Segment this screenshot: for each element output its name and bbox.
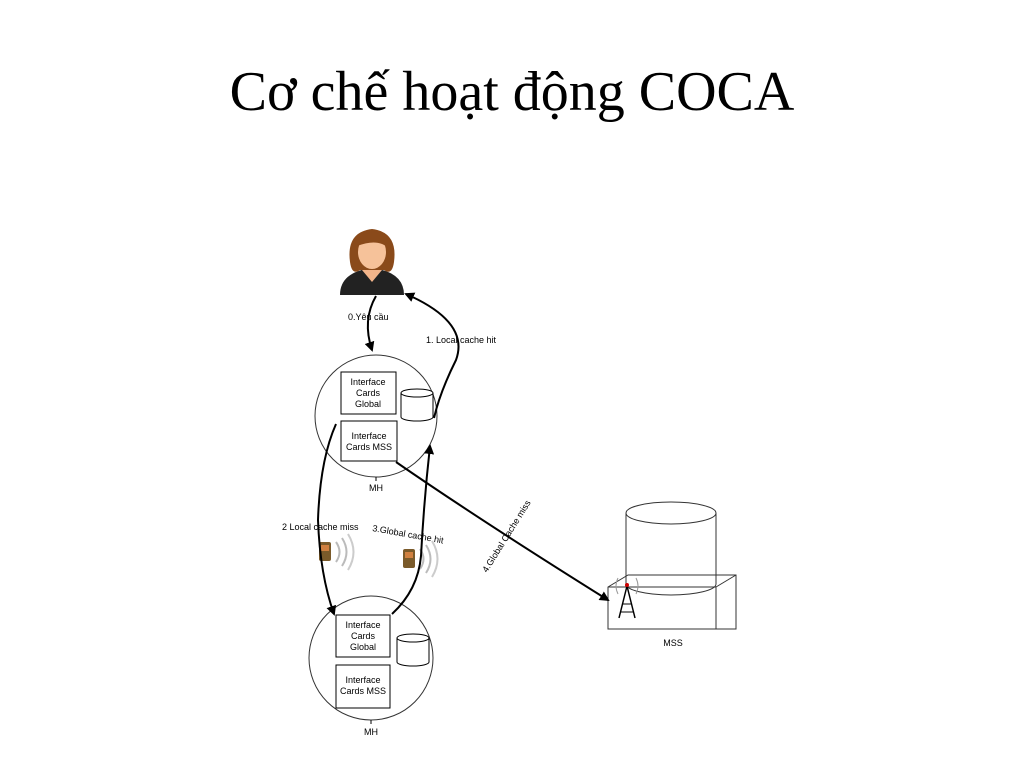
edge-label-global-miss: 4.Global Cache miss xyxy=(480,498,533,574)
box-mss-line1: Interface xyxy=(345,675,380,685)
arrow-local-hit xyxy=(404,292,460,419)
page-title: Cơ chế hoạt động COCA xyxy=(229,61,795,123)
edge-label-local-miss: 2 Local cache miss xyxy=(282,522,359,532)
arrow-request xyxy=(364,295,377,352)
box-mss-line2: Cards MSS xyxy=(346,442,392,452)
mss-server: MSS xyxy=(607,501,737,648)
user-avatar-icon xyxy=(340,229,404,295)
edge-label-local-hit: 1. Local cache hit xyxy=(426,335,497,345)
antenna-tower-icon xyxy=(615,577,639,619)
mh-label-top: MH xyxy=(369,483,383,493)
mss-label: MSS xyxy=(663,638,683,648)
interface-cards-mss-box xyxy=(340,420,398,462)
mh-node-bottom: Interface Cards Global Interface Cards M… xyxy=(308,595,434,737)
box-global-line1: Interface xyxy=(350,377,385,387)
box-global-line2: Cards xyxy=(351,631,376,641)
cache-cylinder-icon xyxy=(396,633,430,667)
wireless-phone-icon xyxy=(319,533,355,571)
arrow-local-miss xyxy=(316,423,337,616)
mh-label-bottom: MH xyxy=(364,727,378,737)
edge-label-request: 0.Yêu cầu xyxy=(348,312,389,322)
interface-cards-global-box xyxy=(340,371,397,415)
box-global-line1: Interface xyxy=(345,620,380,630)
interface-cards-mss-box xyxy=(335,664,391,709)
mh-node-top: Interface Cards Global Interface Cards M… xyxy=(314,354,438,493)
box-global-line2: Cards xyxy=(356,388,381,398)
box-global-line3: Global xyxy=(350,642,376,652)
box-mss-line2: Cards MSS xyxy=(340,686,386,696)
box-global-line3: Global xyxy=(355,399,381,409)
box-mss-line1: Interface xyxy=(351,431,386,441)
cache-cylinder-icon xyxy=(400,388,434,422)
arrow-global-hit xyxy=(391,444,435,615)
arrow-global-miss xyxy=(395,461,610,602)
interface-cards-global-box xyxy=(335,614,391,658)
edge-label-global-hit: 3.Global cache hit xyxy=(372,523,445,545)
